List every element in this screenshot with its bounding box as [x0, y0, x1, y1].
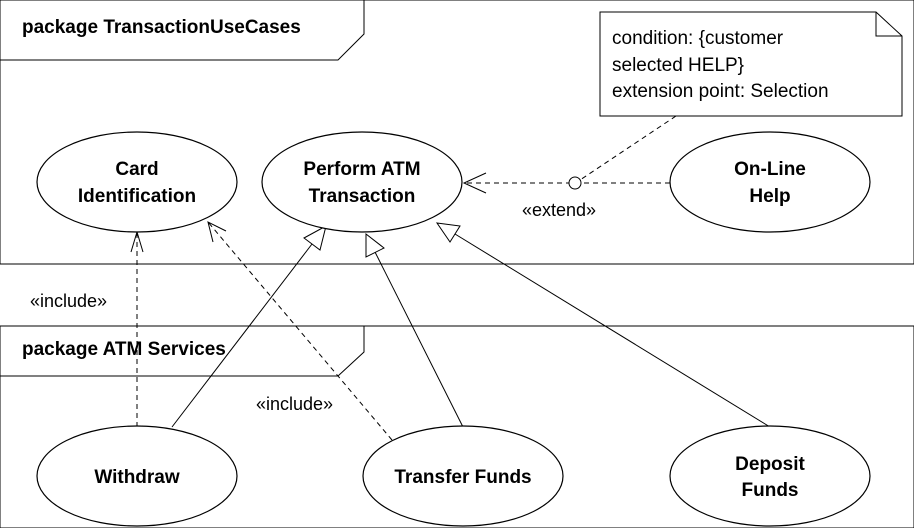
use-case-deposit-funds[interactable]: Deposit Funds	[669, 425, 871, 527]
package-title: package TransactionUseCases	[22, 17, 301, 38]
relationships	[130, 115, 771, 441]
note-line: selected HELP}	[612, 55, 744, 76]
open-arrowhead	[462, 172, 487, 194]
hollow-triangle-head	[435, 222, 461, 243]
use-case-label: Transfer Funds	[394, 467, 531, 488]
use-case-transfer-funds[interactable]: Transfer Funds	[362, 425, 564, 527]
package-frame	[0, 0, 914, 265]
extend-label: «extend»	[522, 200, 596, 220]
use-case-label: Help	[749, 186, 790, 207]
use-case-label: Transaction	[309, 186, 416, 207]
use-case-label: Identification	[78, 186, 196, 207]
generalization-line	[171, 243, 313, 428]
note-box	[599, 11, 903, 117]
use-case-ellipse	[669, 425, 871, 527]
package-frame	[0, 325, 914, 528]
include-label: «include»	[256, 394, 333, 414]
use-case-ellipse	[362, 425, 564, 527]
generalization-line	[454, 233, 771, 428]
generalization-line	[374, 251, 464, 428]
use-case-card-identification[interactable]: Card Identification	[36, 131, 238, 233]
use-case-ellipse	[36, 131, 238, 233]
use-case-label: On-Line	[734, 159, 806, 180]
use-case-perform-atm-transaction[interactable]: Perform ATM Transaction	[261, 131, 463, 233]
use-case-ellipse	[669, 131, 871, 233]
open-arrowhead	[207, 221, 227, 243]
constraint-note: condition: {customer selected HELP} exte…	[599, 11, 903, 117]
use-case-label: Funds	[742, 480, 799, 501]
use-case-ellipse	[261, 131, 463, 233]
package-tab	[0, 326, 365, 377]
use-case-ellipse	[36, 425, 238, 527]
use-case-label: Deposit	[735, 454, 805, 475]
use-case-online-help[interactable]: On-Line Help	[669, 131, 871, 233]
hollow-triangle-head	[365, 232, 385, 258]
use-case-label: Withdraw	[94, 467, 180, 488]
include-label: «include»	[30, 291, 107, 311]
use-case-label: Perform ATM	[303, 159, 420, 180]
package-atm-services: package ATM Services	[0, 325, 914, 528]
note-anchor-line	[579, 115, 677, 181]
note-line: extension point: Selection	[612, 81, 829, 102]
note-line: condition: {customer	[612, 28, 784, 49]
use-case-label: Card	[115, 159, 158, 180]
extension-point-marker	[568, 176, 582, 190]
package-transaction-use-cases: package TransactionUseCases	[0, 0, 914, 265]
hollow-triangle-head	[303, 225, 327, 251]
include-dependency	[207, 221, 393, 441]
note-fold	[875, 12, 902, 37]
use-case-withdraw[interactable]: Withdraw	[36, 425, 238, 527]
package-title: package ATM Services	[22, 339, 226, 360]
package-tab	[0, 0, 365, 61]
